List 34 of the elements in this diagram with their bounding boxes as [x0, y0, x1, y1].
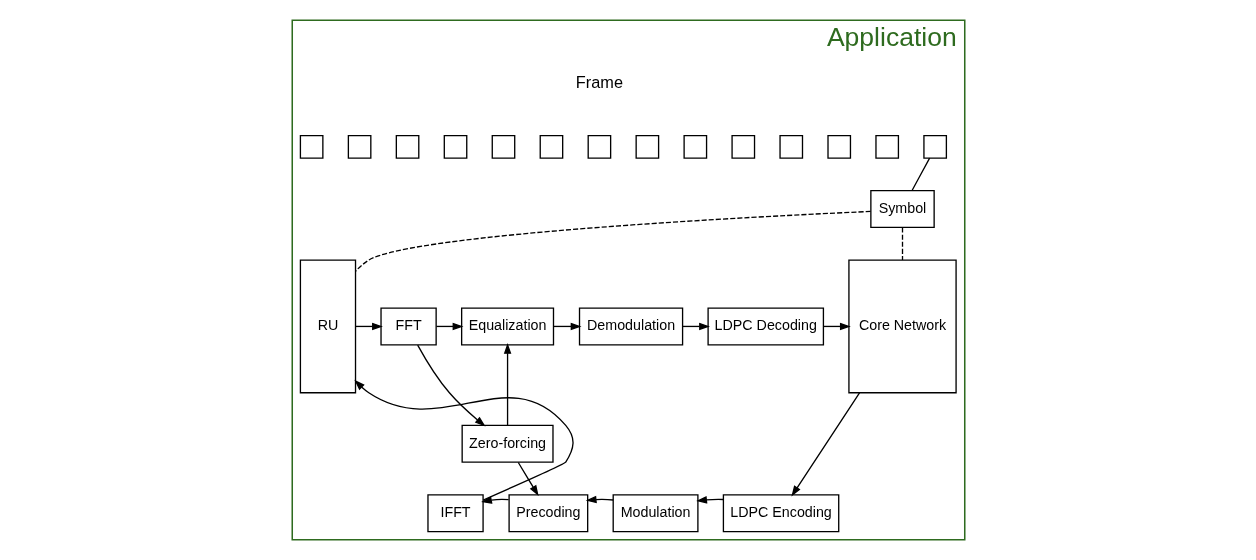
label: Frame — [575, 73, 623, 92]
node-box: RU — [299, 259, 356, 394]
arrow — [790, 392, 860, 497]
node-box: Core Network — [847, 259, 957, 394]
node-box: FFT — [379, 307, 437, 346]
node-box — [443, 134, 467, 159]
node-box — [395, 134, 419, 159]
node-box — [682, 134, 707, 159]
node-box — [635, 134, 659, 159]
arrow — [416, 344, 486, 427]
node-box: Demodulation — [578, 307, 683, 346]
connector — [354, 210, 871, 272]
node-box — [539, 134, 563, 159]
node-box — [922, 134, 947, 159]
node-box — [587, 134, 611, 159]
arrow — [517, 461, 539, 497]
node-box — [826, 134, 851, 159]
node-box: Precoding — [507, 494, 588, 533]
node-box — [778, 134, 803, 159]
node-box: Equalization — [460, 307, 554, 346]
node-box — [874, 134, 899, 159]
node-box — [299, 134, 324, 159]
node-box: IFFT — [426, 494, 484, 533]
node-box: Symbol — [869, 190, 935, 229]
connector — [910, 157, 930, 192]
node-box — [491, 134, 515, 159]
node-box: LDPC Encoding — [722, 494, 839, 533]
arrow — [503, 342, 511, 426]
node-box — [347, 134, 371, 159]
node-box — [730, 134, 755, 159]
node-box: LDPC Decoding — [706, 307, 824, 346]
node-box: Modulation — [612, 494, 699, 533]
node-box: Zero-forcing — [461, 424, 554, 463]
connector — [901, 226, 903, 261]
